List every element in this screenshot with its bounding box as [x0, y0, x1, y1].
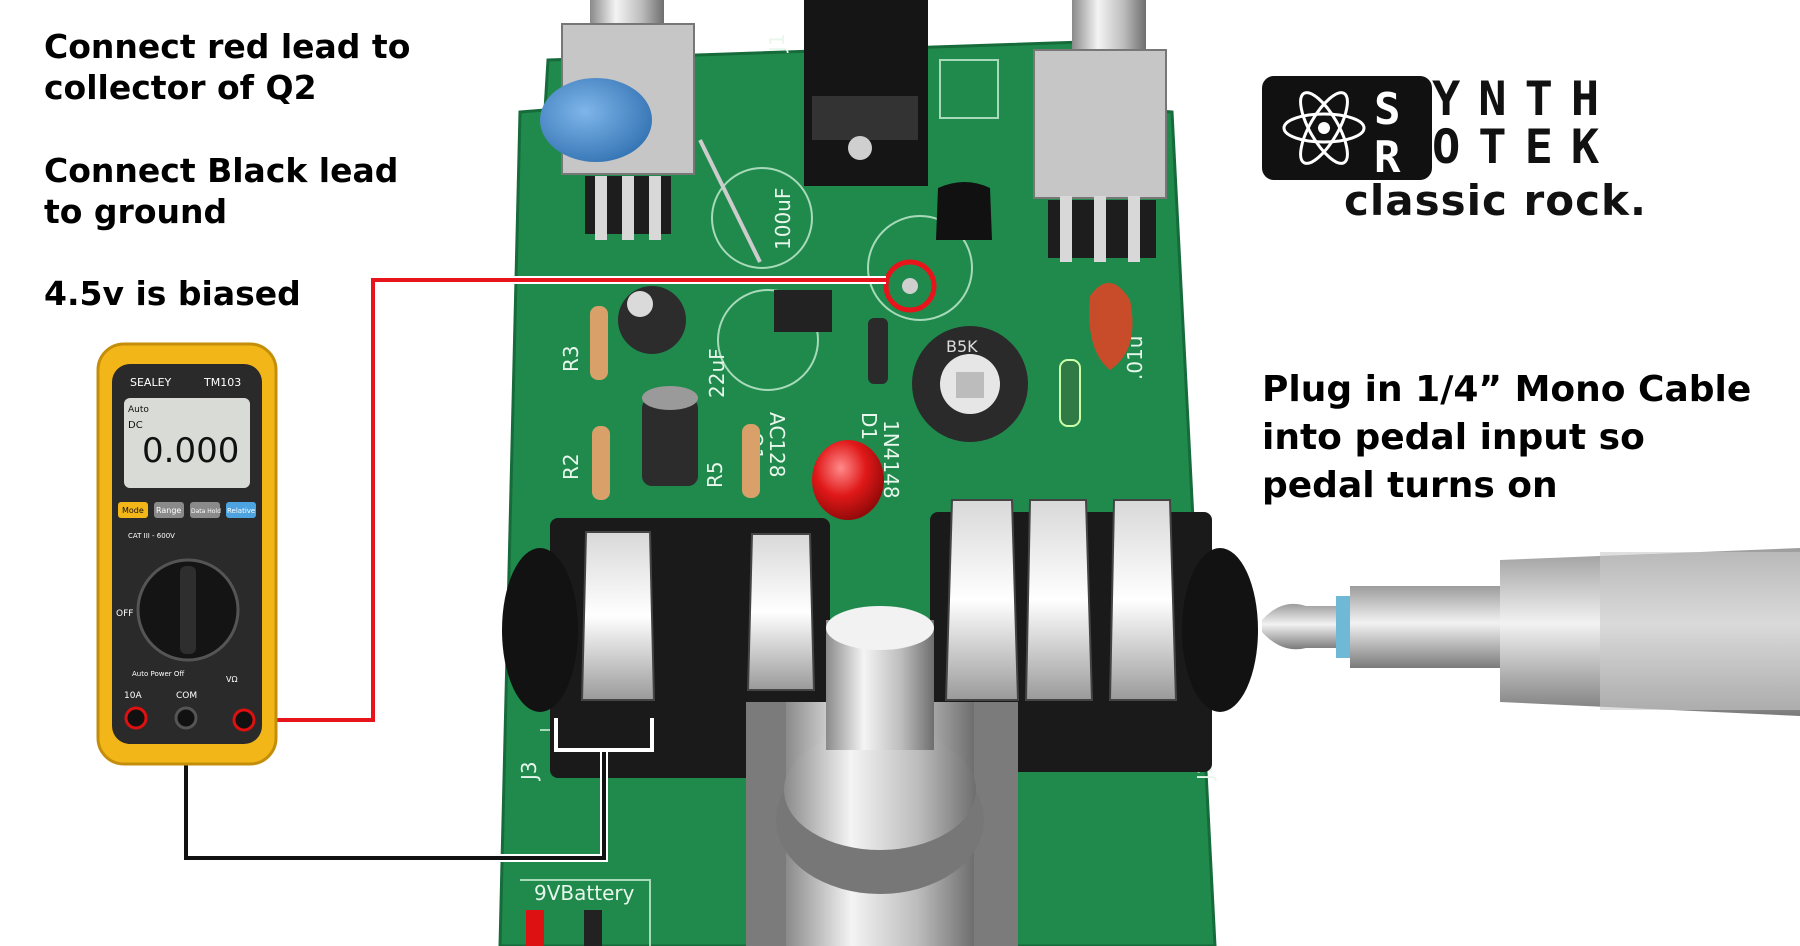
- instruction-black-lead-1: Connect Black lead: [44, 151, 399, 190]
- footswitch: [746, 606, 1018, 946]
- plug-instruction-3: pedal turns on: [1262, 465, 1558, 506]
- svg-text:R: R: [1374, 132, 1401, 180]
- instruction-black-lead-2: to ground: [44, 192, 228, 231]
- logo-row-ynth: YNTH: [1432, 72, 1618, 127]
- pcb-label-ac128: AC128: [765, 412, 789, 477]
- instruction-bias: 4.5v is biased: [44, 274, 301, 313]
- multimeter-reading: 0.000: [142, 431, 239, 471]
- pcb-silk-battery: [520, 879, 651, 946]
- pcb-label-r2: R2: [559, 453, 583, 480]
- plug-instruction-1: Plug in 1/4” Mono Cable: [1262, 369, 1752, 410]
- multimeter-range-button[interactable]: [154, 502, 184, 518]
- jack-contact-4: [1024, 499, 1094, 701]
- film-capacitor: [1089, 282, 1133, 370]
- pcb-label-r3: R3: [559, 345, 583, 372]
- resistor-r3: [590, 306, 608, 380]
- output-jack-opening: [1182, 548, 1258, 712]
- pcb-label-j3: J3: [517, 761, 541, 782]
- pcb-silk-q1: [717, 289, 819, 391]
- jack-contact-1: [580, 531, 656, 701]
- mode-button-label: Mode: [122, 506, 144, 515]
- ground-lug-highlight: [554, 718, 654, 752]
- synthrotek-logo: S R YNTH OTEK classic rock.: [1262, 72, 1722, 226]
- input-jack-opening: [502, 548, 578, 712]
- hold-button-label: Data Hold: [191, 508, 221, 515]
- pcb-label-j1: J1: [765, 33, 789, 54]
- logo-row-otek: OTEK: [1432, 120, 1618, 175]
- pcb-label-battery: 9VBattery: [534, 881, 635, 905]
- transistor-q2: [936, 182, 992, 240]
- multimeter-v-label: VΩ: [226, 675, 238, 684]
- pcb-label-cap-22: 22uF: [705, 348, 729, 398]
- capacitor-lead: [698, 139, 762, 263]
- q2-collector-target: [883, 259, 937, 313]
- electrolytic-capacitor-2: [642, 386, 698, 486]
- resistor-r2: [592, 426, 610, 500]
- electrolytic-capacitor-1: [618, 286, 686, 354]
- potentiometer-right: [1033, 0, 1167, 262]
- mono-cable-plug: [1262, 548, 1800, 716]
- jack-contact-5: [1108, 499, 1178, 701]
- plug-instruction-2: into pedal input so: [1262, 417, 1645, 458]
- resistor-r5: [742, 424, 760, 498]
- atom-icon: S R: [1282, 84, 1401, 183]
- pcb-label-r5: R5: [703, 461, 727, 488]
- multimeter-off-label: OFF: [116, 609, 133, 619]
- multimeter-brand: SEALEY: [130, 376, 172, 389]
- trimmer-label: B5K: [946, 337, 978, 356]
- multimeter-lcd: [124, 398, 250, 488]
- range-button-label: Range: [156, 506, 181, 515]
- dc-power-jack: [804, 0, 928, 186]
- multimeter-relative-button[interactable]: [226, 502, 256, 518]
- multimeter-model: TM103: [203, 376, 241, 389]
- inductor: [1059, 359, 1081, 427]
- multimeter-dial-pointer: [180, 566, 196, 654]
- q2-collector-pad: [902, 278, 918, 294]
- logo-tagline: classic rock.: [1344, 176, 1647, 225]
- multimeter-auto-power-off: Auto Power Off: [132, 670, 184, 678]
- multimeter-mode-button[interactable]: [118, 502, 148, 518]
- multimeter-hold-button[interactable]: [190, 502, 220, 518]
- multimeter-cat-rating: CAT III - 600V: [128, 532, 175, 540]
- relative-button-label: Relative: [227, 507, 255, 515]
- logo-atom-badge: S R: [1262, 76, 1432, 183]
- blue-capacitor: [540, 78, 652, 162]
- multimeter-dc-indicator: DC: [128, 420, 143, 431]
- pcb-silk-q2: [867, 215, 973, 321]
- red-led: [812, 440, 884, 520]
- pcb-silk-logo: [939, 59, 999, 119]
- jack-contact-3: [944, 499, 1020, 701]
- multimeter-com-jack[interactable]: [174, 706, 198, 730]
- multimeter-v-jack[interactable]: [232, 708, 256, 732]
- pcb-label-d1: D1: [857, 412, 881, 440]
- multimeter-10a-label: 10A: [124, 691, 142, 701]
- multimeter: SEALEY TM103 Auto DC 0.000 Mode Range Da…: [96, 342, 278, 766]
- jack-contact-2: [746, 533, 816, 691]
- svg-text:S: S: [1374, 84, 1401, 135]
- multimeter-auto-indicator: Auto: [128, 405, 149, 415]
- multimeter-10a-jack[interactable]: [124, 706, 148, 730]
- pcb-label-c100: 100uF: [771, 188, 795, 250]
- multimeter-com-label: COM: [176, 691, 197, 701]
- transistor-q1: [774, 290, 832, 332]
- instruction-red-lead-2: collector of Q2: [44, 68, 317, 107]
- trimmer-potentiometer: B5K: [912, 326, 1028, 442]
- battery-black-wire: [584, 910, 602, 946]
- diode-d1: [868, 318, 888, 384]
- pcb-silk-c100: [711, 167, 813, 269]
- instruction-red-lead-1: Connect red lead to: [44, 27, 411, 66]
- battery-red-wire: [526, 910, 544, 946]
